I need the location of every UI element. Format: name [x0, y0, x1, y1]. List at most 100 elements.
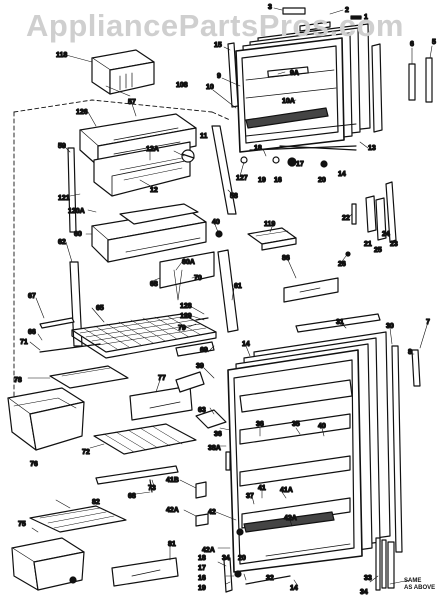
callout-12: 12 [150, 187, 158, 194]
callout-16: 16 [274, 177, 282, 184]
callout-35: 35 [292, 421, 300, 428]
callout-61: 61 [234, 283, 242, 290]
callout-42: 42 [208, 509, 216, 516]
callout-23: 23 [390, 241, 398, 248]
leader-lines [27, 7, 433, 587]
callout-60: 60 [74, 231, 82, 238]
callout-78: 78 [14, 377, 22, 384]
callout-19: 19 [258, 177, 266, 184]
callout-24: 24 [382, 231, 390, 238]
callout-118: 118 [56, 52, 67, 59]
callout-10A: 10A [282, 98, 295, 105]
callout-41A: 41A [280, 487, 293, 494]
callout-2: 2 [345, 7, 349, 14]
callout-6: 6 [410, 41, 414, 48]
callout-57: 57 [128, 99, 136, 106]
callout-34b: 34 [360, 589, 368, 596]
callout-66: 66 [28, 329, 36, 336]
crisper-cover-82 [29, 505, 127, 533]
callout-30: 30 [386, 323, 394, 330]
same-as-above-note: SAME AS ABOVE [404, 578, 435, 592]
callout-81: 81 [168, 541, 176, 548]
callout-69: 69 [200, 347, 208, 354]
callout-42A: 42A [166, 507, 179, 514]
callout-36b: 36 [256, 421, 264, 428]
callout-68b: 68 [128, 493, 136, 500]
freezer-door-assembly [227, 7, 433, 153]
callout-31: 31 [336, 319, 344, 326]
callout-58: 58 [230, 193, 238, 200]
callout-126: 126 [76, 109, 88, 116]
callout-67: 67 [28, 293, 36, 300]
callout-59: 59 [58, 143, 66, 150]
callout-34: 34 [222, 555, 230, 562]
callout-14c: 14 [290, 585, 298, 592]
crisper-pan-75 [11, 537, 85, 591]
callout-9A: 9A [290, 70, 299, 77]
callout-70: 70 [194, 275, 202, 282]
callout-62: 62 [58, 239, 66, 246]
callout-7: 7 [426, 319, 430, 326]
callout-68: 68 [150, 281, 158, 288]
evaporator-cover [79, 113, 197, 197]
callout-26: 26 [338, 261, 346, 268]
fresh-food-door-assembly [195, 313, 421, 593]
callout-14b: 14 [242, 341, 250, 348]
callout-25: 25 [374, 247, 382, 254]
callout-36: 36 [214, 431, 222, 438]
callout-127: 127 [236, 175, 248, 182]
callout-14: 14 [338, 171, 346, 178]
callout-76: 76 [30, 461, 38, 468]
callout-13: 13 [368, 145, 376, 152]
callout-10: 10 [206, 84, 214, 91]
freezer-partition-60 [91, 203, 215, 301]
callout-11: 11 [200, 133, 208, 140]
ice-bucket-118 [91, 49, 155, 95]
callout-42Ac: 42A [202, 547, 215, 554]
callout-20b: 20 [238, 555, 246, 562]
callout-17b: 17 [198, 565, 206, 572]
callout-37: 37 [246, 493, 254, 500]
glass-shelf-77-78 [49, 365, 205, 421]
callout-60A: 60A [182, 259, 195, 266]
callout-33: 33 [364, 575, 372, 582]
callout-40: 40 [212, 219, 220, 226]
wire-shelf-72 [93, 423, 197, 493]
callout-128: 128 [180, 303, 192, 310]
callout-79: 79 [178, 325, 186, 332]
callout-8: 8 [408, 349, 412, 356]
callout-39: 39 [196, 363, 204, 370]
callout-1: 1 [364, 14, 368, 21]
callout-86: 86 [282, 255, 290, 262]
callout-73: 73 [148, 485, 156, 492]
callout-20: 20 [318, 177, 326, 184]
callout-120A: 120A [68, 208, 85, 215]
callout-40b: 40 [318, 423, 326, 430]
note-line-1: SAME [404, 578, 422, 584]
callout-119: 119 [264, 221, 275, 228]
callout-38A: 38A [208, 445, 221, 452]
callout-9: 9 [217, 73, 221, 80]
callout-82: 82 [92, 499, 100, 506]
callout-22: 22 [342, 215, 350, 222]
callout-18: 18 [254, 145, 262, 152]
callout-18b: 18 [198, 555, 206, 562]
callout-19b: 19 [198, 585, 206, 592]
callout-108: 108 [176, 82, 188, 89]
callout-5: 5 [432, 39, 436, 46]
callout-121: 121 [58, 195, 70, 202]
fresh-food-shelf-65 [39, 313, 217, 359]
callout-71: 71 [20, 339, 28, 346]
panel-86 [283, 277, 339, 303]
callout-15: 15 [214, 42, 222, 49]
door-hinge-parts [240, 156, 397, 257]
crisper-drawer-76 [7, 387, 85, 451]
callout-41: 41 [258, 485, 266, 492]
callout-65: 65 [96, 305, 104, 312]
callout-12A: 12A [146, 146, 159, 153]
callout-72: 72 [82, 449, 90, 456]
ice-tray-119 [247, 227, 297, 251]
callout-16b: 16 [198, 575, 206, 582]
crisper-front-81 [111, 557, 179, 587]
callout-labels: 3 2 1 118 15 6 5 9 9A 108 10 10A 13 126 … [13, 3, 436, 596]
